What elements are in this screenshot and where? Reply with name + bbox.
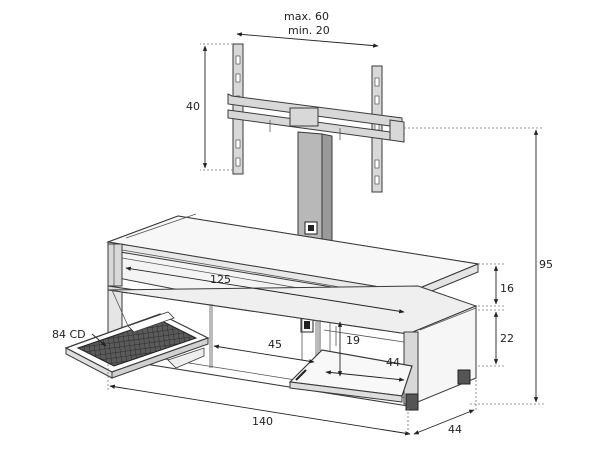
tv-bracket xyxy=(227,43,405,193)
total-width-label: 140 xyxy=(252,415,273,428)
bracket-height-label: 40 xyxy=(186,100,200,113)
overall-height-label: 95 xyxy=(539,258,553,271)
bracket-plate xyxy=(289,107,319,127)
top-shelf-width-label: 125 xyxy=(210,273,231,286)
top-shelf-height-label: 16 xyxy=(500,282,514,295)
cabinet-height-label: 22 xyxy=(500,332,514,345)
inner-width-label: 45 xyxy=(268,338,282,351)
depth-dim xyxy=(413,409,475,435)
drawer-width-dim xyxy=(325,370,405,382)
cd-capacity-label: 84 CD xyxy=(52,328,86,341)
dimension-labels: max. 60 min. 20 40 95 125 16 22 19 45 44… xyxy=(52,10,553,436)
depth-label: 44 xyxy=(448,423,462,436)
bracket-width-dim xyxy=(236,32,379,48)
drawer-width-label: 44 xyxy=(386,356,400,369)
total-width-dim xyxy=(109,384,411,436)
inner-clearance-label: 19 xyxy=(346,334,360,347)
bracket-min-label: min. 20 xyxy=(288,24,330,37)
foot-back xyxy=(457,369,471,385)
cd-leader xyxy=(91,333,107,347)
dimension-lines xyxy=(91,32,544,436)
foot-front xyxy=(405,393,419,411)
cd-drawer xyxy=(64,289,210,379)
bracket-max-label: max. 60 xyxy=(284,10,329,23)
inner-width-dim xyxy=(213,344,315,364)
top-shelf-left-support xyxy=(107,243,123,287)
top-shelf-width-dim xyxy=(125,266,405,314)
